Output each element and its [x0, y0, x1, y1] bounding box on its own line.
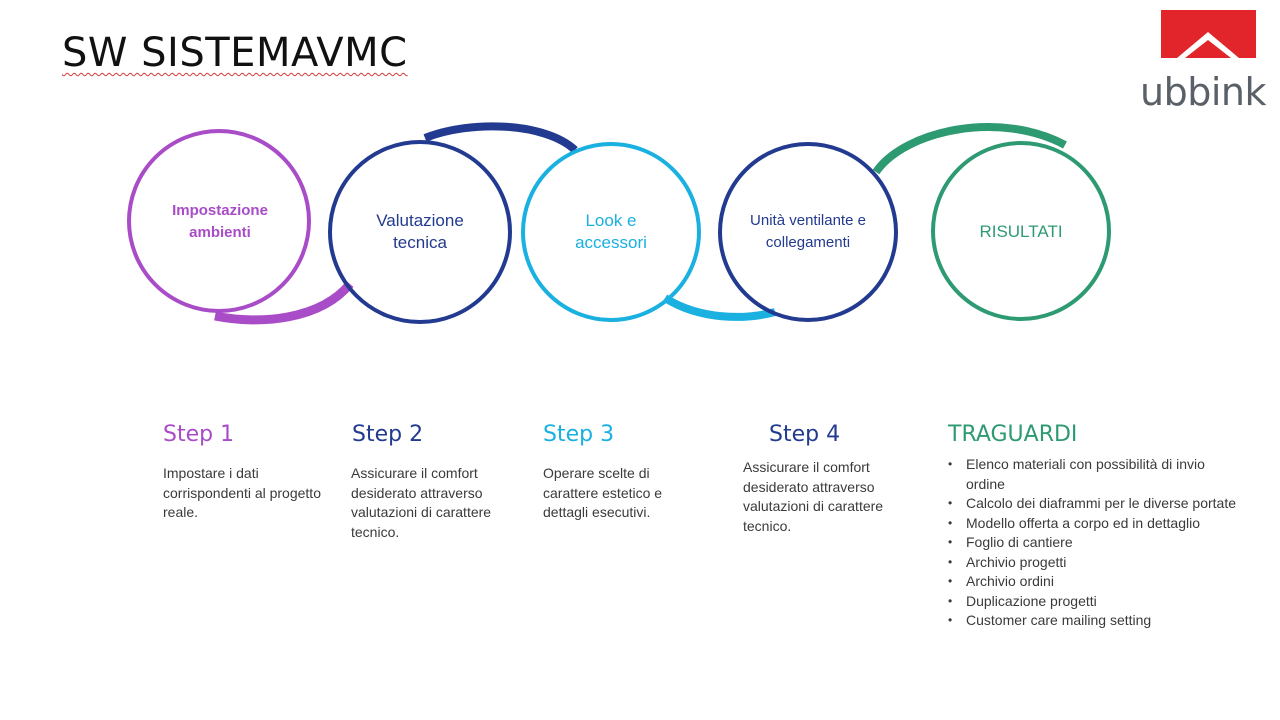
connector-arc-2-3 [423, 122, 578, 154]
goal-item: Modello offerta a corpo ed in dettaglio [946, 514, 1236, 534]
goal-item: Elenco materiali con possibilità di invi… [946, 455, 1236, 494]
process-diagram [127, 122, 1111, 325]
goal-item: Calcolo dei diaframmi per le diverse por… [946, 494, 1236, 514]
connector-arc-3-4 [662, 294, 777, 321]
ubbink-logo: ubbink [1140, 10, 1274, 115]
house-logo-icon [1161, 10, 1256, 58]
step-4-text: Assicurare il comfort desiderato attrave… [743, 459, 884, 534]
step-4-heading: Step 4 [769, 422, 841, 447]
circle-step-1 [127, 129, 311, 313]
step-1-heading: Step 1 [163, 422, 235, 447]
logo-text: ubbink [1140, 70, 1266, 114]
circle-step-4 [718, 142, 898, 322]
step-3-text: Operare scelte di carattere estetico e d… [543, 465, 663, 520]
circle-label-3: Look e accessori [575, 211, 647, 252]
goals-heading: TRAGUARDI [948, 422, 1078, 447]
goal-item: Archivio progetti [946, 553, 1236, 573]
goal-item: Archivio ordini [946, 572, 1236, 592]
step-1-text: Impostare i dati corrispondenti al proge… [163, 465, 321, 520]
connector-arc-1-2 [214, 280, 354, 325]
circle-label-1: Impostazione ambienti [172, 202, 268, 241]
circle-label-2: Valutazione tecnica [376, 211, 464, 252]
goal-item: Duplicazione progetti [946, 592, 1236, 612]
step-3-heading: Step 3 [543, 422, 615, 447]
circle-label-4: Unità ventilante e collegamenti [750, 212, 866, 251]
step-2-heading: Step 2 [352, 422, 424, 447]
goals-list: Elenco materiali con possibilità di invi… [946, 455, 1236, 631]
circle-results [931, 141, 1111, 321]
page-title: SW SISTEMAVMC [62, 30, 408, 76]
goal-item: Customer care mailing setting [946, 611, 1236, 631]
step-2-text: Assicurare il comfort desiderato attrave… [351, 465, 492, 540]
circle-label-results: RISULTATI [979, 222, 1063, 241]
circle-step-3 [521, 142, 701, 322]
connector-arc-4-5 [872, 123, 1067, 175]
goal-item: Foglio di cantiere [946, 533, 1236, 553]
circle-step-2 [328, 140, 512, 324]
